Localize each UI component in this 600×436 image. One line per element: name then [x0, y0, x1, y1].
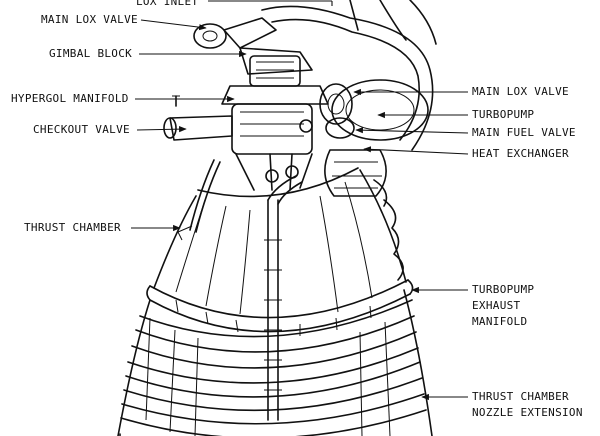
label-text-thrust-chamber: THRUST CHAMBER	[24, 221, 121, 234]
label-hypergol-manifold: HYPERGOL MANIFOLD	[11, 92, 235, 105]
nozzle-extension	[117, 289, 433, 436]
label-text-lox-inlet: LOX INLET	[136, 0, 198, 8]
fuel-tubing	[177, 159, 303, 421]
gimbal-block-assembly	[163, 17, 329, 191]
label-text-checkout-valve: CHECKOUT VALVE	[33, 123, 130, 136]
label-gimbal-block: GIMBAL BLOCK	[49, 47, 247, 60]
label-text-exhaust-line-2: EXHAUST	[472, 299, 521, 312]
label-text-heat-exchanger: HEAT EXCHANGER	[472, 147, 569, 160]
label-lox-inlet: LOX INLET	[136, 0, 333, 8]
label-text-hypergol-manifold: HYPERGOL MANIFOLD	[11, 92, 129, 105]
label-text-nozzle-line-1: THRUST CHAMBER	[472, 390, 569, 403]
label-main-fuel-valve: MAIN FUEL VALVE	[355, 126, 576, 139]
label-text-exhaust-line-1: TURBOPUMP	[472, 283, 534, 296]
label-text-main-lox-valve-right: MAIN LOX VALVE	[472, 85, 569, 98]
label-checkout-valve: CHECKOUT VALVE	[33, 123, 187, 136]
engine-illustration	[117, 0, 437, 436]
label-thrust-chamber: THRUST CHAMBER	[24, 221, 181, 234]
label-turbopump: TURBOPUMP	[377, 108, 534, 121]
labels: LOX INLET MAIN LOX VALVE GIMBAL BLOCK HY…	[11, 0, 583, 419]
label-heat-exchanger: HEAT EXCHANGER	[363, 146, 569, 160]
label-text-gimbal-block: GIMBAL BLOCK	[49, 47, 132, 60]
label-main-lox-valve-right: MAIN LOX VALVE	[353, 85, 569, 98]
thrust-chamber-bell	[153, 167, 407, 315]
label-text-nozzle-line-2: NOZZLE EXTENSION	[472, 406, 583, 419]
label-main-lox-valve-left: MAIN LOX VALVE	[41, 13, 207, 31]
exhaust-manifold	[146, 279, 414, 336]
label-text-main-lox-valve-left: MAIN LOX VALVE	[41, 13, 138, 26]
label-text-main-fuel-valve: MAIN FUEL VALVE	[472, 126, 576, 139]
label-text-exhaust-line-3: MANIFOLD	[472, 315, 527, 328]
label-nozzle-extension: THRUST CHAMBER NOZZLE EXTENSION	[421, 390, 583, 419]
turbopump-assembly	[261, 0, 437, 197]
label-text-turbopump: TURBOPUMP	[472, 108, 534, 121]
label-turbopump-exhaust-manifold: TURBOPUMP EXHAUST MANIFOLD	[411, 283, 534, 328]
